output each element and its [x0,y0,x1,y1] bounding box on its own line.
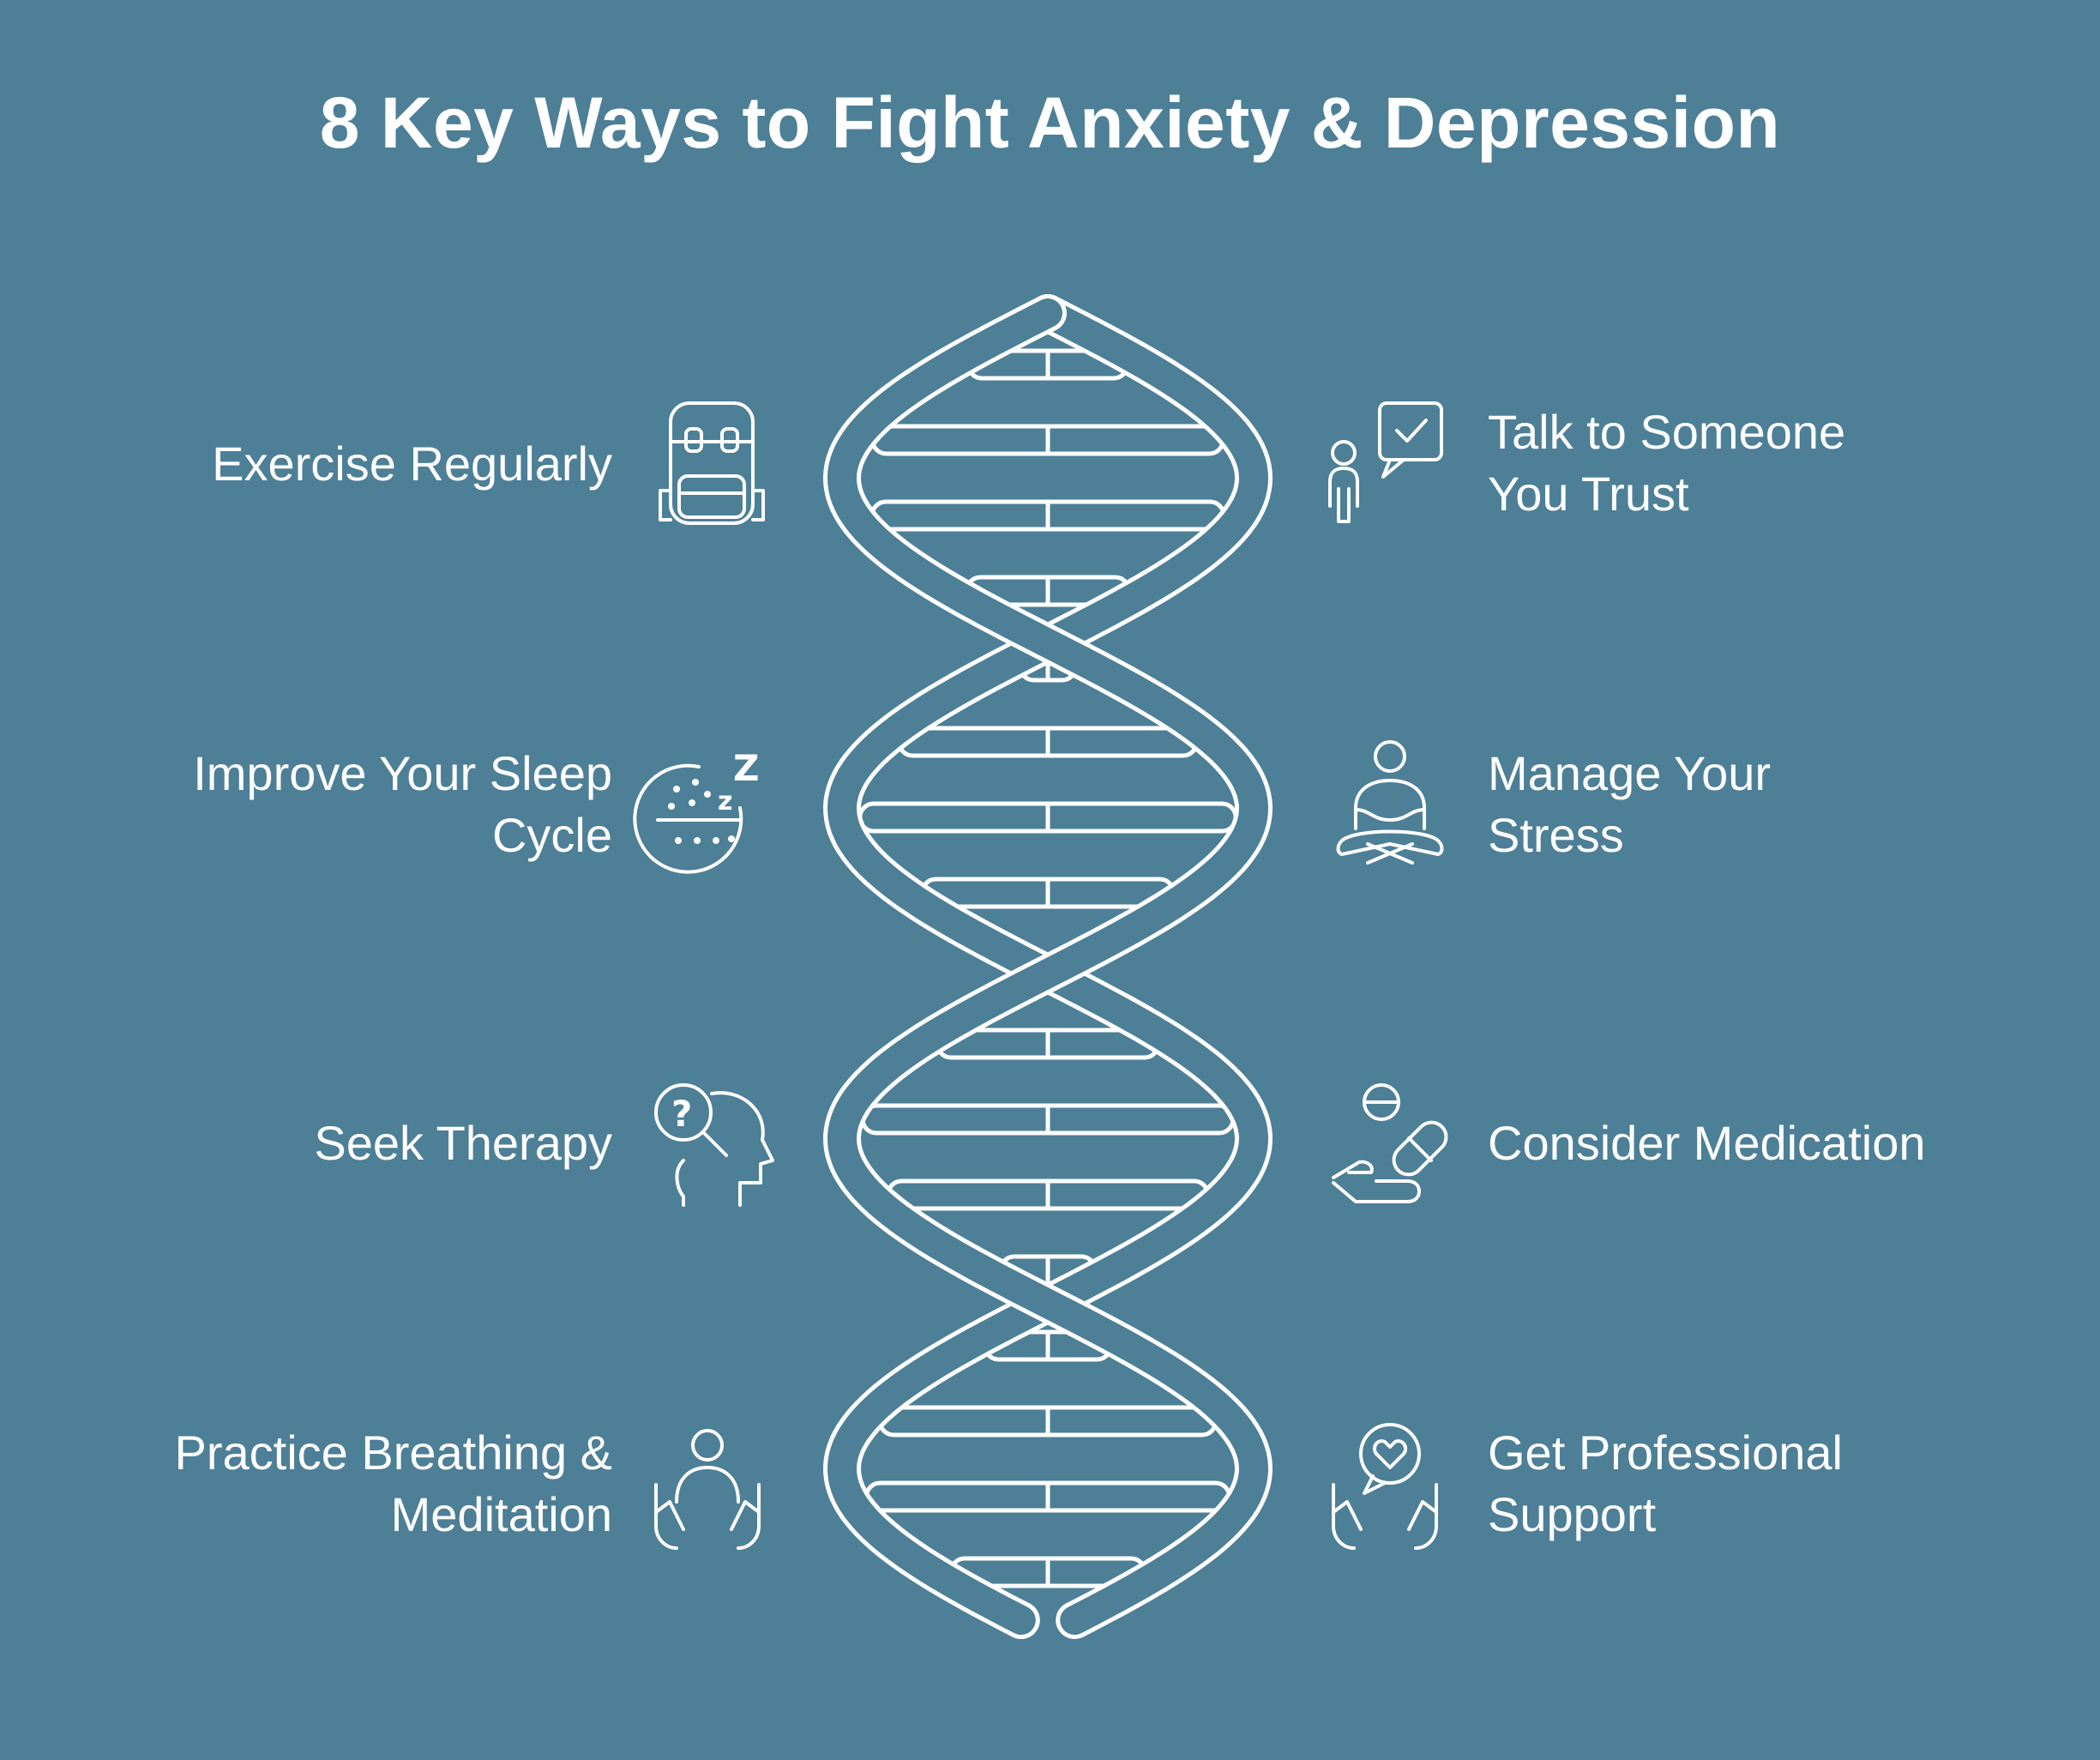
backpack-icon [652,395,772,532]
person-speech-check-icon [1325,395,1445,532]
item-label-line: Improve Your Sleep [193,746,612,800]
item-exercise-regularly: Exercise Regularly [212,433,612,495]
item-label-line: You Trust [1488,467,1689,521]
item-consider-medication: Consider Medication [1488,1112,1925,1174]
item-manage-stress: Manage Your Stress [1488,743,1771,866]
head-question-icon: ? [647,1076,774,1214]
item-label-line: Manage Your [1488,746,1772,800]
item-label-line: Consider Medication [1488,1116,1926,1170]
item-talk-to-someone: Talk to Someone You Trust [1488,401,1845,525]
helix-strand [827,298,1268,1635]
item-label-line: Talk to Someone [1488,405,1846,459]
item-label-line: Exercise Regularly [212,437,612,491]
meditation-icon [1333,738,1453,875]
item-seek-therapy: Seek Therapy [314,1112,612,1174]
page-title: 8 Key Ways to Fight Anxiety & Depression [319,82,1781,163]
item-improve-sleep: Improve Your Sleep Cycle [193,743,612,866]
sleep-icon: Z z [633,738,767,875]
item-label-line: Practice Breathing & [174,1425,612,1480]
item-professional-support: Get Professional Support [1488,1422,1843,1546]
item-label-line: Seek Therapy [314,1116,612,1170]
item-breathing-meditation: Practice Breathing & Meditation [175,1422,612,1546]
item-label-line: Meditation [390,1487,612,1541]
hand-pills-icon [1325,1076,1448,1214]
hands-heart-bubble-icon [1325,1419,1445,1557]
item-label-line: Support [1488,1487,1657,1541]
svg-text:z: z [718,787,732,817]
item-label-line: Get Professional [1488,1425,1843,1480]
item-label-line: Stress [1488,808,1624,862]
person-hands-icon [647,1419,767,1557]
svg-text:Z: Z [733,747,759,789]
item-label-line: Cycle [491,808,612,862]
svg-text:?: ? [671,1093,692,1135]
